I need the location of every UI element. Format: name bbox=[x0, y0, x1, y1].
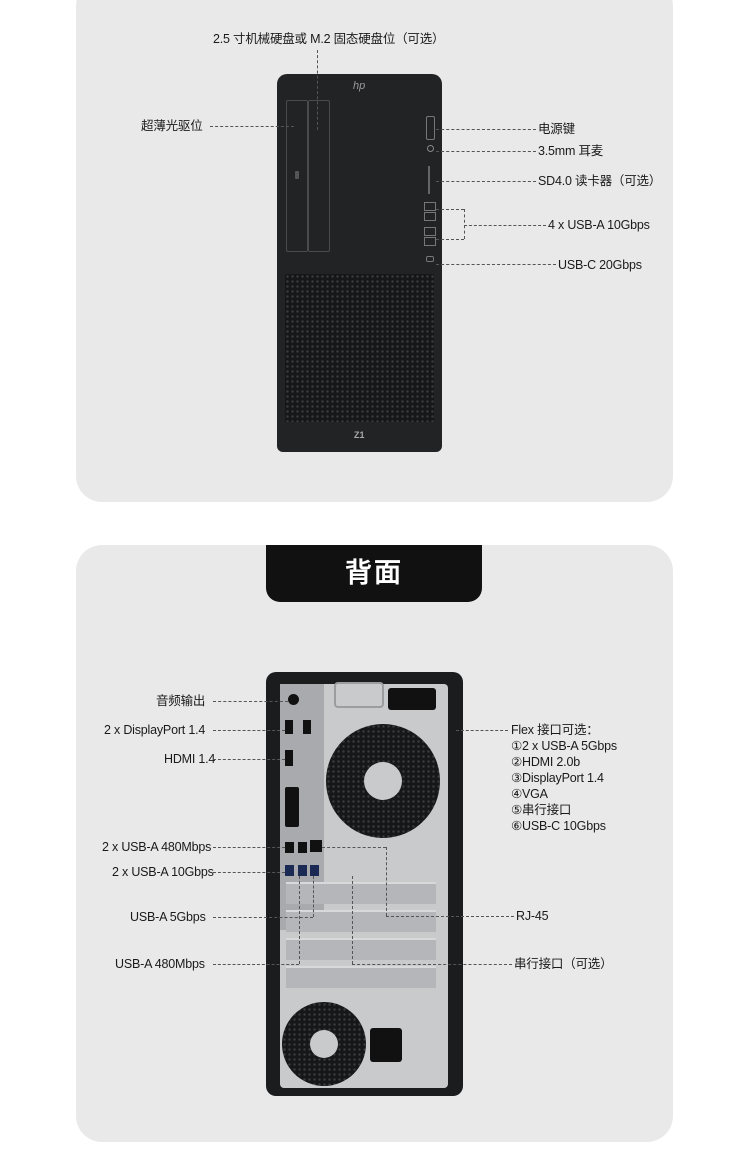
rear-fan-hub bbox=[364, 762, 402, 800]
usb-5g-label: USB-A 5Gbps bbox=[130, 910, 206, 924]
z1-logo: Z1 bbox=[354, 430, 365, 440]
usb-a-port-1 bbox=[424, 202, 436, 211]
usb-480-single-leader bbox=[213, 964, 299, 965]
audio-out-leader bbox=[213, 701, 288, 702]
usb-480-leader bbox=[213, 847, 285, 848]
power-button-leader bbox=[436, 129, 536, 130]
power-button[interactable] bbox=[426, 116, 435, 140]
displayport-leader bbox=[213, 730, 285, 731]
usb-c-front-leader bbox=[436, 264, 556, 265]
usb-480-single-leader-v bbox=[299, 876, 300, 964]
displayport-label: 2 x DisplayPort 1.4 bbox=[104, 723, 206, 737]
audio-out-port bbox=[288, 694, 299, 705]
usb-a-front-bracket bbox=[464, 209, 465, 239]
hdmi-leader bbox=[213, 759, 285, 760]
top-handle bbox=[334, 682, 384, 708]
headset-jack bbox=[427, 145, 434, 152]
usb-a-front-leader-top bbox=[436, 209, 464, 210]
usb-a-10g-1 bbox=[285, 865, 294, 876]
usb-480-label: 2 x USB-A 480Mbps bbox=[102, 840, 212, 854]
optical-drive-label: 超薄光驱位 bbox=[141, 119, 203, 133]
sd-reader-label: SD4.0 读卡器（可选） bbox=[538, 174, 662, 188]
drive-bay-2 bbox=[308, 100, 330, 252]
drive-bay-label: 2.5 寸机械硬盘或 M.2 固态硬盘位（可选） bbox=[213, 32, 445, 46]
front-tower: hp Z1 bbox=[277, 74, 442, 452]
flex-item-4: ④VGA bbox=[511, 787, 548, 801]
usb-a-port-2 bbox=[424, 212, 436, 221]
usb-c-port bbox=[426, 256, 434, 262]
usb-480-single-label: USB-A 480Mbps bbox=[115, 957, 205, 971]
expansion-slot-1 bbox=[286, 882, 436, 904]
hdmi-label: HDMI 1.4 bbox=[164, 752, 216, 766]
sd-reader-leader bbox=[436, 181, 536, 182]
serial-label: 串行接口（可选） bbox=[514, 957, 613, 971]
flex-item-3: ③DisplayPort 1.4 bbox=[511, 771, 604, 785]
usb-a-5g bbox=[310, 865, 319, 876]
audio-out-label: 音频输出 bbox=[156, 694, 206, 708]
flex-item-1: ①2 x USB-A 5Gbps bbox=[511, 739, 617, 753]
usb-a-480-2 bbox=[298, 842, 307, 853]
back-view-title: 背面 bbox=[266, 545, 482, 602]
usb-a-front-label: 4 x USB-A 10Gbps bbox=[548, 218, 650, 232]
rj45-leader-top bbox=[322, 847, 386, 848]
flex-item-6: ⑥USB-C 10Gbps bbox=[511, 819, 606, 833]
usb-c-front-label: USB-C 20Gbps bbox=[558, 258, 642, 272]
usb-5g-leader bbox=[213, 917, 313, 918]
headset-label: 3.5mm 耳麦 bbox=[538, 144, 604, 158]
expansion-slot-3 bbox=[286, 938, 436, 960]
optical-drive-bay bbox=[286, 100, 308, 252]
expansion-slot-2 bbox=[286, 910, 436, 932]
hdmi-port bbox=[285, 750, 293, 766]
usb-10g-leader bbox=[213, 872, 285, 873]
flex-title: Flex 接口可选： bbox=[511, 723, 599, 737]
power-button-label: 电源键 bbox=[538, 122, 575, 136]
flex-item-2: ②HDMI 2.0b bbox=[511, 755, 580, 769]
front-grill bbox=[285, 274, 434, 422]
rj45-port bbox=[310, 840, 322, 852]
back-tower bbox=[266, 672, 463, 1096]
usb-a-480-1 bbox=[285, 842, 294, 853]
rj45-leader-v bbox=[386, 847, 387, 916]
serial-leader bbox=[352, 964, 512, 965]
sd-card-slot bbox=[428, 166, 430, 194]
usb-a-front-leader bbox=[464, 225, 546, 226]
hp-logo: hp bbox=[353, 80, 366, 92]
displayport-2 bbox=[303, 720, 311, 734]
usb-a-10g-2 bbox=[298, 865, 307, 876]
flex-leader bbox=[456, 730, 508, 731]
flex-io-module bbox=[285, 787, 299, 827]
headset-leader bbox=[436, 151, 536, 152]
rj45-leader bbox=[386, 916, 514, 917]
usb-10g-label: 2 x USB-A 10Gbps bbox=[112, 865, 214, 879]
flex-item-5: ⑤串行接口 bbox=[511, 803, 572, 817]
rj45-label: RJ-45 bbox=[516, 909, 549, 923]
optical-drive-leader bbox=[210, 126, 294, 127]
power-socket bbox=[370, 1028, 402, 1062]
serial-leader-v bbox=[352, 876, 353, 964]
usb-5g-leader-v bbox=[313, 876, 314, 917]
usb-a-front-leader-bottom bbox=[436, 239, 464, 240]
usb-a-port-3 bbox=[424, 227, 436, 236]
top-vent-block bbox=[388, 688, 436, 710]
expansion-slot-4 bbox=[286, 966, 436, 988]
psu-fan-hub bbox=[310, 1030, 338, 1058]
drive-bay-leader bbox=[317, 50, 318, 130]
psu-fan bbox=[282, 1002, 366, 1086]
usb-a-port-4 bbox=[424, 237, 436, 246]
displayport-1 bbox=[285, 720, 293, 734]
